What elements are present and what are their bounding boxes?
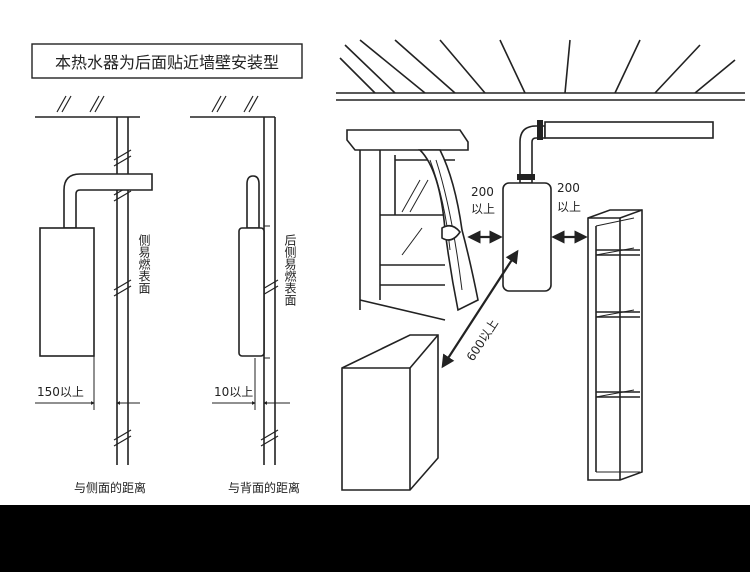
heater-body [502, 182, 552, 292]
side-distance-diagram: 侧易燃表面 150以上 与侧面的距离 [35, 95, 153, 495]
front-box [341, 334, 439, 491]
heater-side-view [39, 227, 95, 357]
title-text: 本热水器为后面贴近墙壁安装型 [55, 53, 279, 72]
side-distance-label: 150以上 [37, 385, 84, 399]
title-box: 本热水器为后面贴近墙壁安装型 [31, 43, 303, 79]
room-clearance-diagram: 200 以上 200 以上 600以上 [336, 39, 745, 491]
exhaust-pipe-horizontal [544, 121, 714, 139]
heater-back-view [238, 227, 265, 357]
back-distance-diagram: 后侧易燃表面 10以上 与背面的距离 [190, 95, 300, 495]
right-clearance-value: 200 [557, 181, 580, 195]
side-caption: 与侧面的距离 [74, 480, 146, 495]
ceiling-hatch-left [56, 95, 105, 113]
back-distance-label: 10以上 [214, 385, 253, 399]
bottom-black-bar [0, 505, 750, 572]
right-clearance-suffix: 以上 [557, 200, 581, 214]
side-wall-label: 侧易燃表面 [137, 234, 151, 294]
back-wall-label: 后侧易燃表面 [283, 234, 297, 306]
side-shelf [587, 209, 643, 481]
back-caption: 与背面的距离 [228, 480, 300, 495]
left-clearance-value: 200 [471, 185, 494, 199]
ceiling-hatch-middle [211, 95, 259, 113]
ceiling-beams [336, 39, 745, 101]
left-clearance-suffix: 以上 [471, 202, 495, 216]
